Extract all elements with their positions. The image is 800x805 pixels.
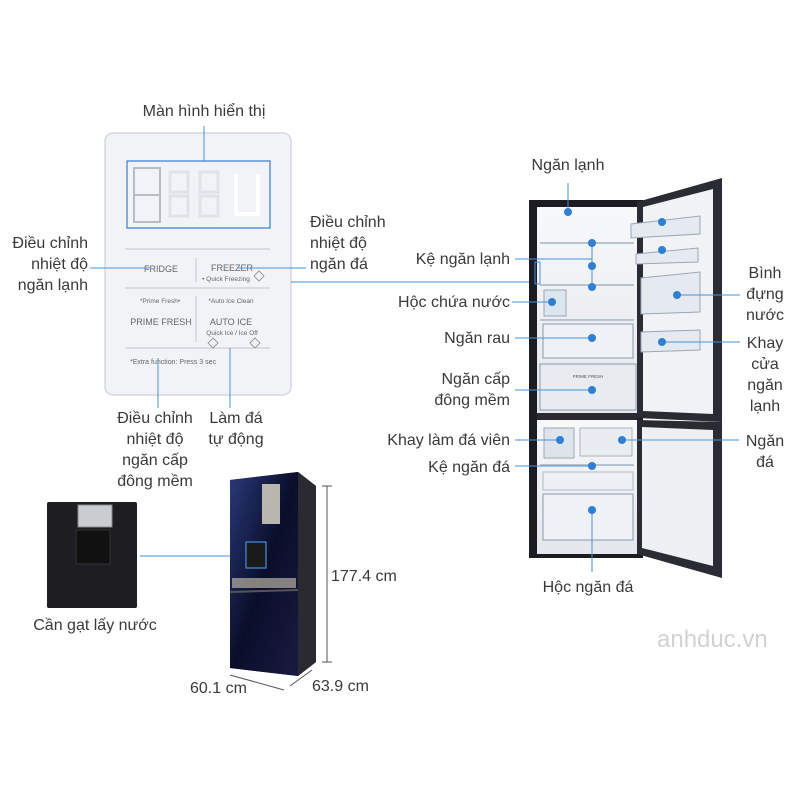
panel-location-marker <box>534 261 541 285</box>
auto-ice-label: Làm đá tự động <box>208 410 264 448</box>
vegetable-drawer <box>542 323 634 359</box>
fridge-leader-lines <box>512 183 740 572</box>
ice-icon <box>207 337 219 349</box>
dimension-lines <box>229 485 332 691</box>
vegetable-drawer-label: Ngăn rau <box>444 330 510 347</box>
fridge-shelf-label: Kệ ngăn lạnh <box>415 251 510 268</box>
door-trays <box>630 215 701 353</box>
soft-freeze-label: Ngăn cấp đông mềm <box>434 371 510 409</box>
freezer-upper-drawer <box>542 471 634 491</box>
open-refrigerator: PRIME FRESH <box>529 178 722 578</box>
door-tray-label: Khay cửa ngăn lạnh <box>746 335 784 415</box>
freezer-compartment-label: Ngăn đá <box>745 433 785 471</box>
freezer-button[interactable]: FREEZER <box>211 263 254 273</box>
prime-fresh-drawer-label: PRIME FRESH <box>573 374 604 379</box>
quick-ice-off-hint: Quick Ice / Ice Off <box>206 330 258 337</box>
soft-freeze-drawer <box>539 363 637 411</box>
freezer-temp-label: Điều chỉnh nhiệt độ ngăn đá <box>310 214 386 273</box>
fridge-label-dots <box>548 208 681 514</box>
freezer-drawer-label: Hộc ngăn đá <box>542 579 634 596</box>
prime-fresh-button[interactable]: PRIME FRESH <box>130 317 192 327</box>
closed-refrigerator <box>229 472 316 676</box>
auto-ice-clean-hint: *Auto Ice Clean <box>208 298 254 305</box>
freezer-shelf-label: Kệ ngăn đá <box>428 459 510 476</box>
width-dimension: 60.1 cm <box>190 680 247 697</box>
dispenser-label: Cần gạt lấy nước <box>33 617 157 634</box>
soft-freeze-temp-label: Điều chỉnh nhiệt độ ngăn cấp đông mềm <box>117 410 193 490</box>
freezer-door-inner <box>642 427 713 566</box>
display-screen <box>126 160 271 229</box>
dispenser-highlight <box>245 541 267 569</box>
quick-freeze-icon <box>253 270 265 282</box>
auto-ice-button[interactable]: AUTO ICE <box>210 317 252 327</box>
depth-dimension: 63.9 cm <box>312 678 369 695</box>
height-dimension: 177.4 cm <box>331 568 397 585</box>
ice-off-icon <box>249 337 261 349</box>
quick-freezing-hint: • Quick Freezing <box>202 276 250 283</box>
display-label: Màn hình hiển thị <box>142 103 266 120</box>
water-tank-label: Hộc chứa nước <box>398 294 510 311</box>
fridge-button[interactable]: FRIDGE <box>144 264 178 274</box>
freezer-drawer <box>542 493 634 541</box>
water-jug-label: Bình đựng nước <box>745 265 785 324</box>
fridge-compartment-label: Ngăn lạnh <box>531 157 605 174</box>
fridge-temp-label: Điều chỉnh nhiệt độ ngăn lạnh <box>12 235 88 294</box>
prime-fresh-hint: *Prime Fresh• <box>140 298 181 305</box>
control-panel: FRIDGE FREEZER • Quick Freezing *Prime F… <box>104 132 292 396</box>
fridge-shelves <box>540 242 634 321</box>
extra-function-note: *Extra function: Press 3 sec <box>130 359 216 366</box>
watermark: anhduc.vn <box>657 626 768 653</box>
water-dispenser-closeup <box>47 502 137 608</box>
panel-leader-lines <box>90 126 537 557</box>
ice-tray-label: Khay làm đá viên <box>387 432 510 449</box>
door-sticker <box>262 484 280 524</box>
